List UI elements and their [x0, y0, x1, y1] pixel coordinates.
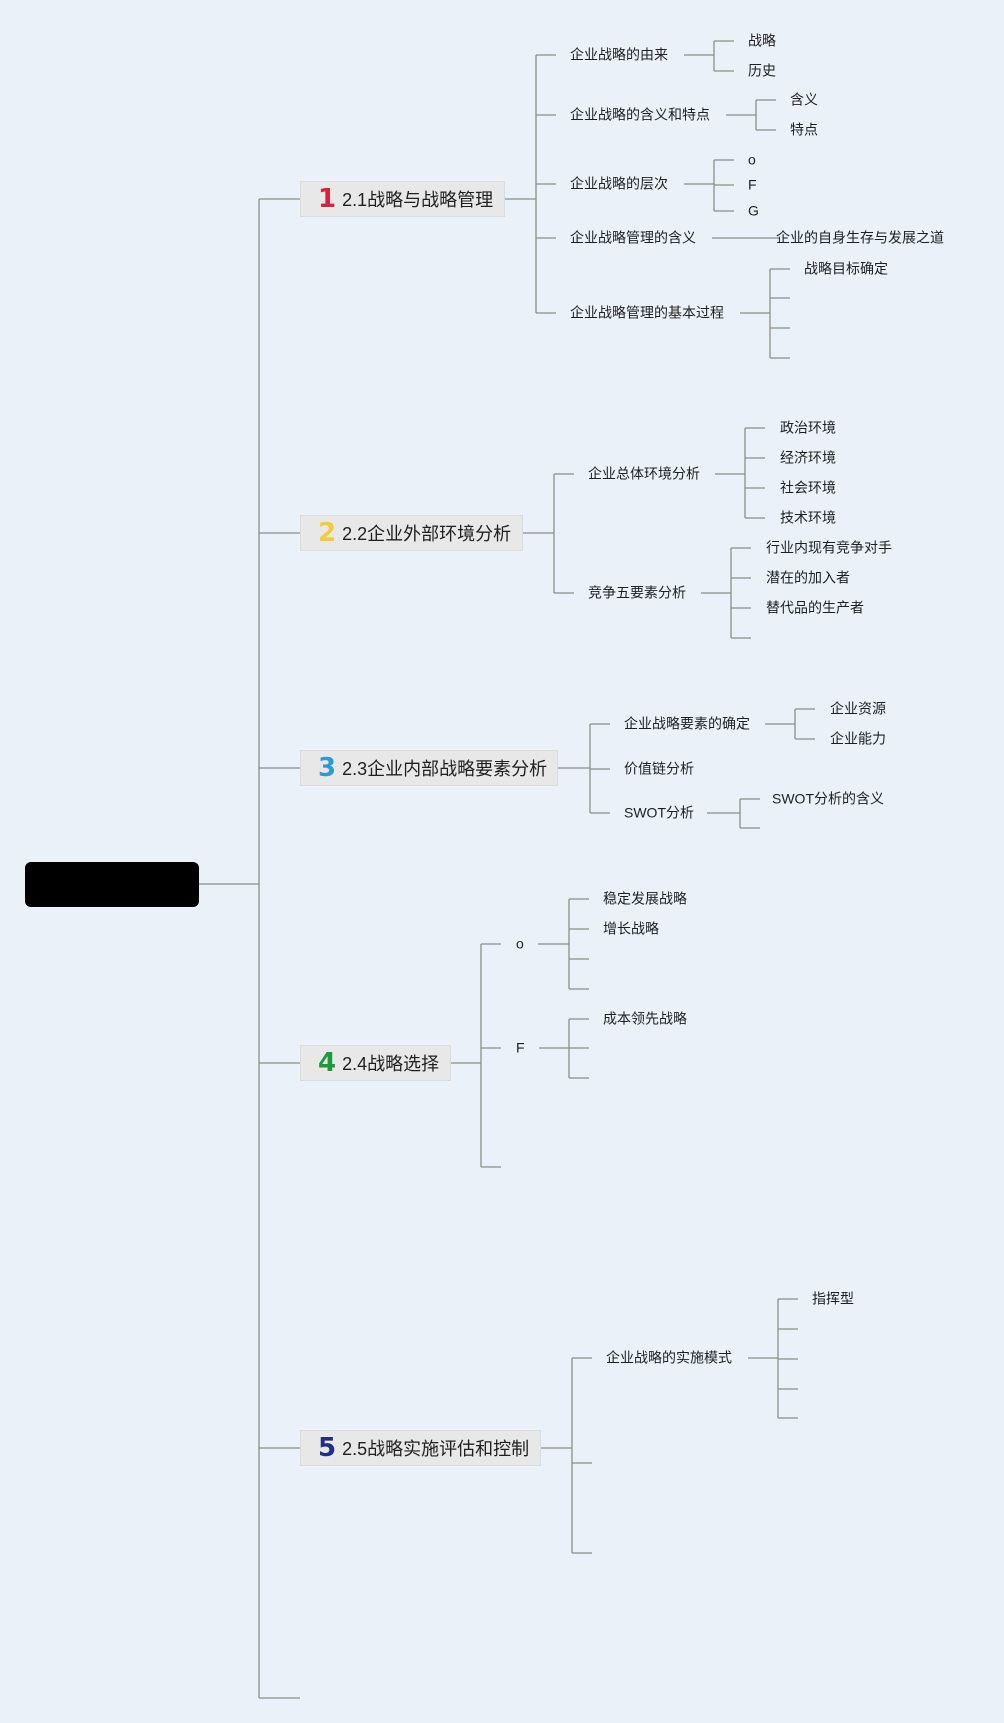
leaf-node[interactable]: 企业资源	[830, 700, 886, 717]
subtopic-t4c1[interactable]: o	[516, 935, 524, 952]
subtopic-t1c2[interactable]: 企业战略的含义和特点	[570, 106, 710, 123]
topic-number-badge: 2	[318, 518, 337, 548]
topic-label: 2.4战略选择	[342, 1054, 440, 1074]
leaf-node[interactable]: 技术环境	[780, 509, 836, 526]
subtopic-t1c3[interactable]: 企业战略的层次	[570, 175, 668, 192]
leaf-node[interactable]: 潜在的加入者	[766, 569, 850, 586]
topic-number-badge: 4	[318, 1048, 337, 1078]
subtopic-t1c5[interactable]: 企业战略管理的基本过程	[570, 304, 724, 321]
leaf-node[interactable]: 含义	[790, 91, 818, 108]
leaf-node[interactable]: 企业能力	[830, 730, 886, 747]
subtopic-t2c1[interactable]: 企业总体环境分析	[588, 465, 700, 482]
leaf-node[interactable]: 政治环境	[780, 419, 836, 436]
leaf-node[interactable]: F	[748, 176, 757, 193]
topic-label: 2.2企业外部环境分析	[342, 524, 512, 544]
leaf-node[interactable]: 社会环境	[780, 479, 836, 496]
subtopic-t5c1[interactable]: 企业战略的实施模式	[606, 1349, 732, 1366]
topic-label: 2.1战略与战略管理	[342, 190, 494, 210]
topic-label: 2.5战略实施评估和控制	[342, 1439, 530, 1459]
leaf-node[interactable]: 成本领先战略	[603, 1010, 687, 1027]
subtopic-t3c3[interactable]: SWOT分析	[624, 804, 694, 821]
leaf-node[interactable]: 稳定发展战略	[603, 890, 687, 907]
topic-number-badge: 3	[318, 753, 337, 783]
leaf-node[interactable]: o	[748, 151, 756, 168]
subtopic-t4c2[interactable]: F	[516, 1039, 525, 1056]
leaf-node[interactable]: 行业内现有竞争对手	[766, 539, 892, 556]
leaf-node[interactable]: 增长战略	[603, 920, 659, 937]
leaf-node[interactable]: G	[748, 202, 759, 219]
topic-label: 2.3企业内部战略要素分析	[342, 759, 548, 779]
leaf-node[interactable]: 替代品的生产者	[766, 599, 864, 616]
leaf-node[interactable]: 经济环境	[780, 449, 836, 466]
subtopic-t2c2[interactable]: 竞争五要素分析	[588, 584, 686, 601]
leaf-node[interactable]: 战略目标确定	[804, 260, 888, 277]
subtopic-t3c1[interactable]: 企业战略要素的确定	[624, 715, 750, 732]
subtopic-t1c4[interactable]: 企业战略管理的含义	[570, 229, 696, 246]
leaf-node[interactable]: SWOT分析的含义	[772, 790, 884, 807]
leaf-node[interactable]: 企业的自身生存与发展之道	[776, 229, 944, 246]
topic-number-badge: 5	[318, 1433, 337, 1463]
leaf-node[interactable]: 指挥型	[812, 1290, 854, 1307]
leaf-node[interactable]: 战略	[748, 32, 776, 49]
subtopic-t1c1[interactable]: 企业战略的由来	[570, 46, 668, 63]
leaf-node[interactable]: 历史	[748, 62, 776, 79]
topic-number-badge: 1	[318, 184, 337, 214]
root-node[interactable]	[25, 862, 199, 907]
subtopic-t3c2[interactable]: 价值链分析	[624, 760, 694, 777]
leaf-node[interactable]: 特点	[790, 121, 818, 138]
